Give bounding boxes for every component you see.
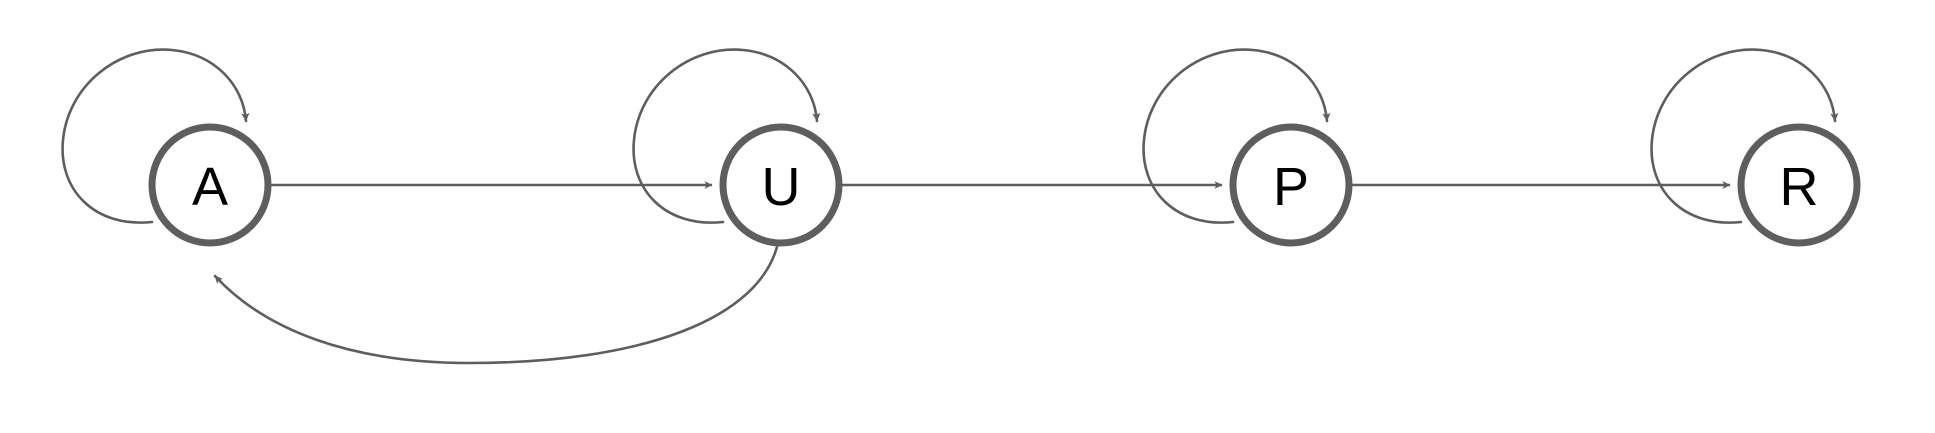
edge-u-to-a-feedback[interactable] — [213, 241, 780, 365]
node-p-circle[interactable] — [1229, 123, 1353, 247]
self-loop-u[interactable] — [632, 48, 821, 224]
node-u-label: U — [762, 157, 801, 217]
self-loop-r[interactable] — [1650, 48, 1839, 224]
self-loop-p[interactable] — [1142, 48, 1331, 224]
node-group: A U P R — [148, 123, 1861, 247]
node-a-circle[interactable] — [148, 123, 272, 247]
node-p[interactable]: P — [1229, 123, 1353, 247]
node-u[interactable]: U — [719, 123, 843, 247]
node-r-label: R — [1780, 157, 1819, 217]
edge-group — [213, 181, 1731, 365]
node-r-circle[interactable] — [1737, 123, 1861, 247]
node-p-label: P — [1273, 157, 1309, 217]
node-a[interactable]: A — [148, 123, 272, 247]
self-loop-a[interactable] — [61, 48, 250, 224]
node-r[interactable]: R — [1737, 123, 1861, 247]
node-a-label: A — [192, 157, 228, 217]
node-u-circle[interactable] — [719, 123, 843, 247]
self-loop-group — [61, 48, 1839, 224]
